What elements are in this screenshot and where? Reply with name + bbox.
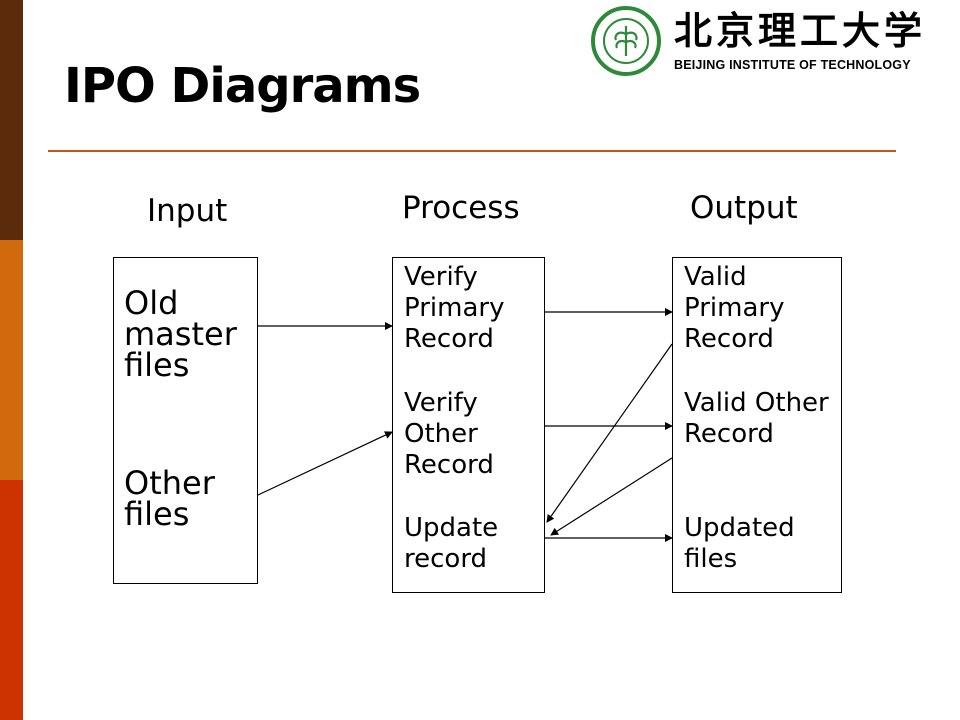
logo-english-name: BEIJING INSTITUTE OF TECHNOLOGY [674,58,911,72]
sidebar-segment-red [0,480,23,720]
page-title: IPO Diagrams [64,58,421,114]
arrow-valid-primary-to-update-record [546,343,673,523]
process-item-update-record: Update record [404,513,499,574]
sidebar-segment-dark [0,0,23,240]
input-item-old-master-files: Old master files [124,284,237,385]
arrow-valid-other-to-update-record [550,457,673,536]
output-item-valid-other: Valid Other Record [684,388,829,449]
output-item-valid-primary: Valid Primary Record [684,262,785,354]
process-box: Verify Primary Record Verify Other Recor… [392,257,545,593]
sidebar-segment-orange [0,240,23,480]
output-item-updated-files: Updated files [684,513,795,574]
output-box: Valid Primary Record Valid Other Record … [672,257,842,593]
university-logo: 北京理工大学 BEIJING INSTITUTE OF TECHNOLOGY [590,6,940,76]
sidebar-accent-bar [0,0,23,720]
logo-chinese-name: 北京理工大学 [674,8,927,53]
process-header: Process [402,190,520,226]
input-item-other-files: Other files [124,464,215,534]
title-divider [48,150,896,152]
input-header: Input [147,193,228,229]
input-box: Old master files Other files [113,257,258,584]
process-item-verify-primary: Verify Primary Record [404,262,505,354]
output-header: Output [690,190,798,226]
process-item-verify-other: Verify Other Record [404,388,494,480]
university-seal-icon [591,6,661,76]
arrow-other-files-to-verify-other [257,431,393,496]
